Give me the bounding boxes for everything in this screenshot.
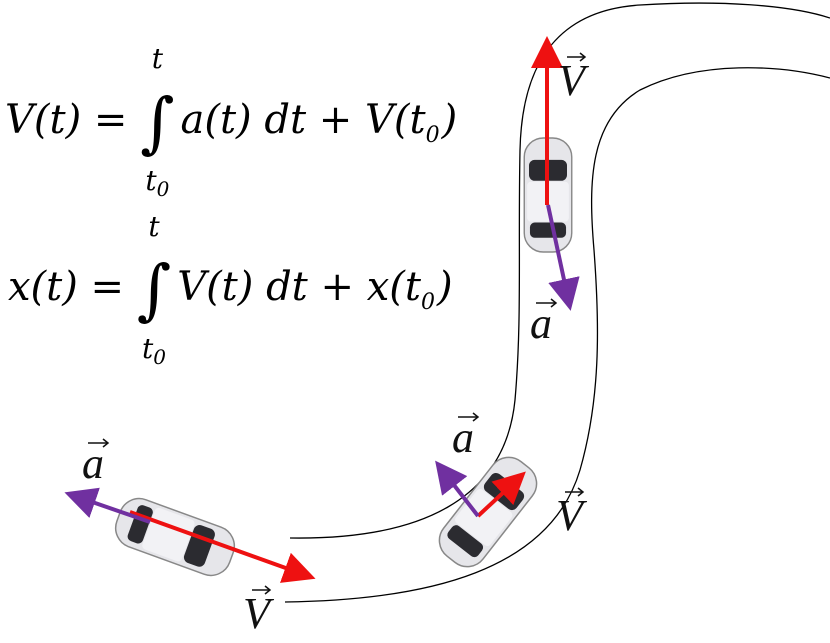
- velocity-eq-upper: t: [152, 42, 164, 75]
- car-2: [430, 448, 546, 576]
- svg-text:a: a: [452, 413, 474, 462]
- velocity-eq-tail-sub: 0: [426, 123, 440, 148]
- car2-accel-label: a: [452, 412, 480, 462]
- velocity-eq-lower: t: [145, 164, 157, 197]
- svg-text:a: a: [82, 439, 104, 488]
- car1-velocity-label: V: [243, 585, 275, 638]
- position-equation: x(t) = ∫V(t) dt + x(t0) t t0: [8, 210, 453, 369]
- position-eq-line: x(t) = ∫V(t) dt + x(t0): [8, 251, 453, 328]
- car3-accel-arrow: [546, 204, 580, 311]
- svg-text:a: a: [530, 299, 552, 348]
- position-eq-integrand: V(t) dt + x(t: [177, 264, 422, 310]
- position-eq-tail-sub: 0: [421, 290, 435, 315]
- position-eq-lower-group: t0: [142, 332, 166, 369]
- position-eq-upper: t: [148, 210, 160, 243]
- car2-accel-arrow: [435, 460, 480, 518]
- velocity-eq-line: V(t) = ∫a(t) dt + V(t0): [5, 84, 457, 161]
- svg-text:V: V: [558, 56, 590, 105]
- velocity-eq-lhs: V(t) =: [5, 97, 140, 143]
- svg-text:V: V: [556, 491, 588, 540]
- position-eq-lower-sub: 0: [153, 345, 166, 369]
- velocity-eq-close: ): [441, 97, 458, 143]
- position-eq-lower: t: [142, 332, 154, 365]
- road-outer-edge: [284, 67, 830, 603]
- velocity-eq-lower-sub: 0: [157, 177, 170, 201]
- car3-velocity-label: V: [558, 52, 590, 105]
- car3-accel-label: a: [530, 298, 558, 348]
- velocity-eq-integral: ∫: [140, 84, 174, 161]
- velocity-eq-lower-group: t0: [145, 164, 169, 201]
- velocity-equation: V(t) = ∫a(t) dt + V(t0) t t0: [5, 42, 457, 201]
- car1-velocity-arrow: [129, 510, 316, 583]
- position-eq-integral: ∫: [137, 251, 171, 328]
- car-1: [109, 492, 241, 582]
- car2-velocity-arrow: [476, 471, 526, 518]
- velocity-eq-integrand: a(t) dt + V(t: [181, 97, 427, 143]
- car2-velocity-label: V: [556, 487, 588, 540]
- svg-text:V: V: [243, 589, 275, 638]
- position-eq-close: ): [436, 264, 453, 310]
- position-eq-lhs: x(t) =: [8, 264, 137, 310]
- car1-accel-label: a: [82, 438, 110, 488]
- car1-accel-arrow: [64, 487, 151, 524]
